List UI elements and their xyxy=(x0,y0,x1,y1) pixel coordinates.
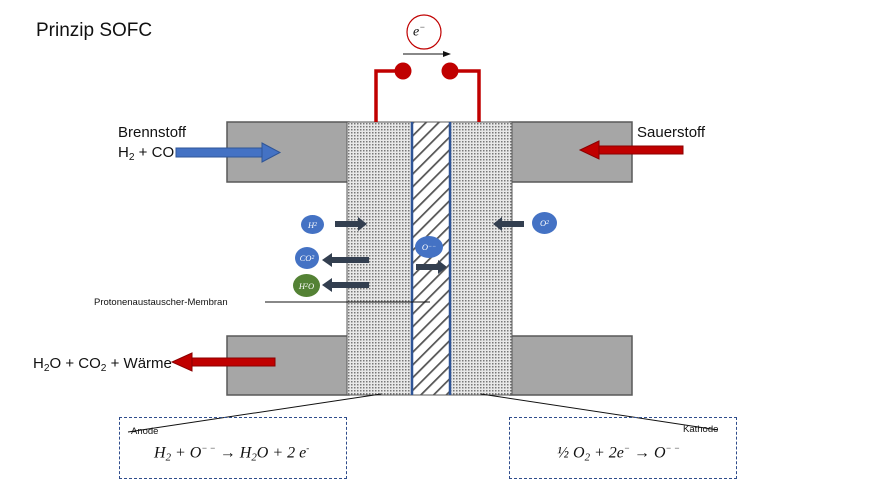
circuit-wire-right xyxy=(450,69,481,122)
o2-flow-arrow xyxy=(493,217,524,231)
anode-label: Anode xyxy=(131,426,159,437)
anode-equation: H2 + O− − → H2O + 2 e- xyxy=(154,443,310,464)
fuel-in-arrow xyxy=(175,142,282,163)
membrane-label: Protonenaustauscher-Membran xyxy=(94,297,228,308)
cathode-layer xyxy=(449,121,513,396)
terminal-left xyxy=(394,62,412,80)
electrolyte-membrane xyxy=(411,121,451,396)
cathode-leader-line xyxy=(480,393,719,431)
oxide-ion-flow-arrow xyxy=(416,260,447,274)
terminal-right xyxy=(441,62,459,80)
anode-equation-box xyxy=(119,417,347,479)
cathode-label: Kathode xyxy=(683,424,719,435)
anode-leader-line xyxy=(127,393,382,433)
electron-circle xyxy=(406,14,442,50)
cathode-equation-box xyxy=(509,417,737,479)
cathode-equation: ½ O2 + 2e− → O− − xyxy=(557,443,680,464)
exhaust-out-arrow xyxy=(170,352,276,372)
page-title: Prinzip SOFC xyxy=(36,20,153,41)
h2-flow-arrow xyxy=(335,217,367,231)
oxygen-label: Sauerstoff xyxy=(637,124,706,141)
oxygen-in-arrow xyxy=(578,140,684,160)
oxide-ion: O−− xyxy=(415,236,443,258)
electron-symbol: e− xyxy=(413,22,426,40)
exhaust-label: H2O + CO2 + Wärme xyxy=(33,355,172,374)
co2-flow-arrow xyxy=(322,253,369,267)
fuel-label: Brennstoff xyxy=(118,124,187,141)
fuel-formula: H2 + CO xyxy=(118,144,175,163)
cathode-outlet-channel xyxy=(509,335,633,396)
h2o-flow-arrow xyxy=(322,278,369,292)
